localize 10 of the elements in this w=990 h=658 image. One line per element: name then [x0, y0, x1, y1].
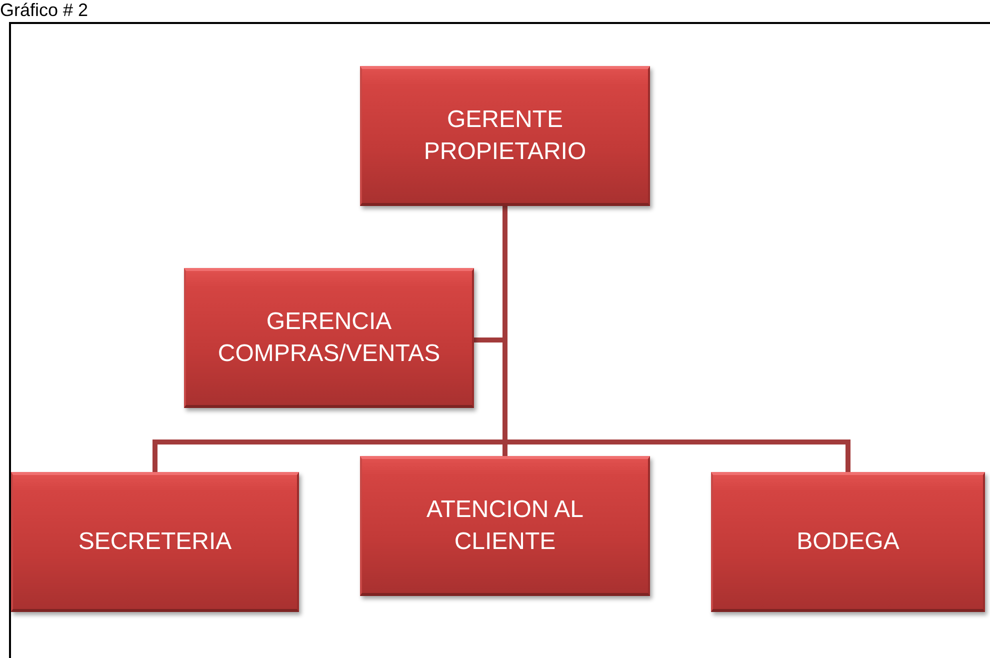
- box-label: ATENCION AL CLIENTE: [426, 494, 584, 557]
- org-box: [711, 472, 985, 612]
- org-box: [360, 456, 650, 596]
- box-label: GERENCIA COMPRAS/VENTAS: [216, 306, 442, 369]
- box-label: GERENTE PROPIETARIO: [422, 104, 588, 167]
- org-box: [360, 66, 650, 206]
- org-box: [184, 268, 474, 408]
- org-box: [11, 472, 299, 612]
- box-label: BODEGA: [796, 526, 900, 557]
- box-label: SECRETERIA: [78, 526, 232, 557]
